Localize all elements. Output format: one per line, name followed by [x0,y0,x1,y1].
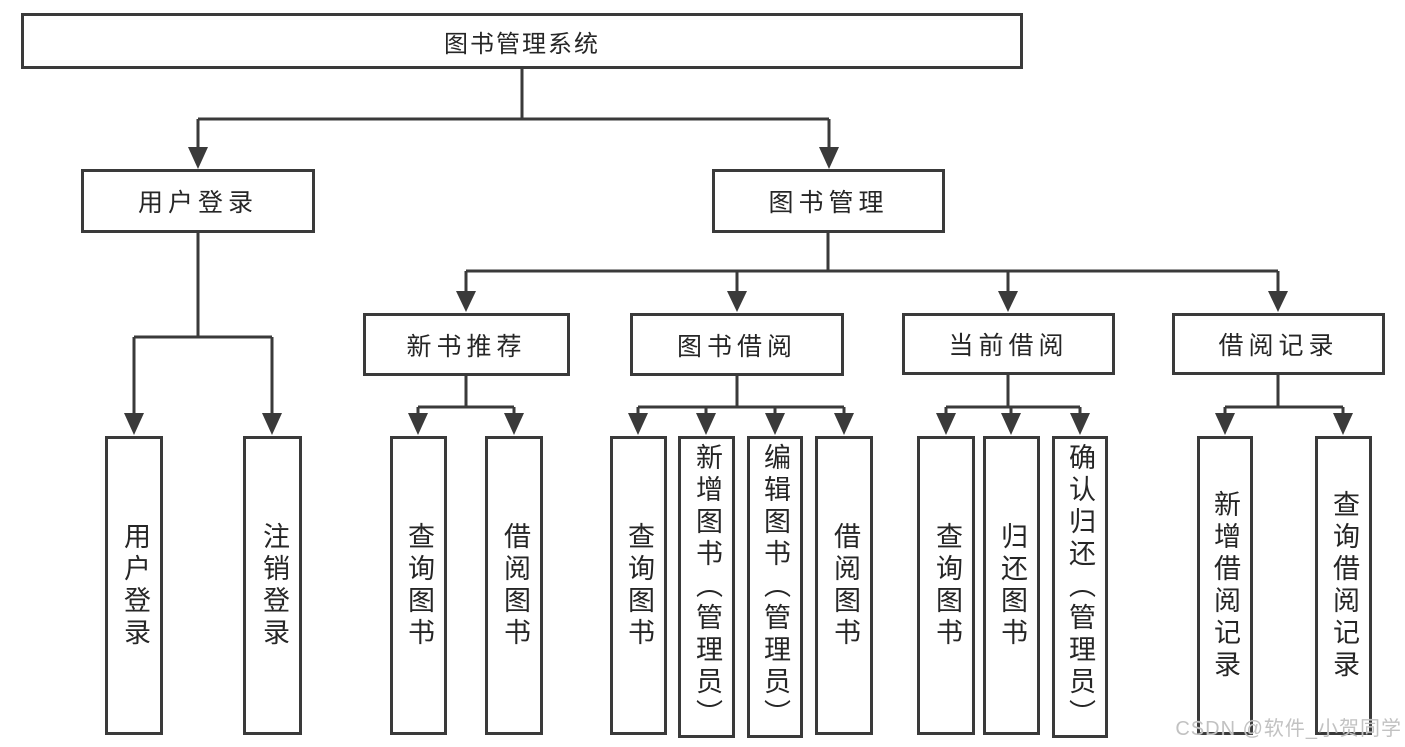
arrow-down-icon [504,413,524,435]
node-current-borrow: 当前借阅 [902,313,1115,375]
arrow-down-icon [998,291,1018,312]
arrow-down-icon [936,413,956,435]
connector-book-borrow [628,376,854,435]
leaf-logout: 注销登录 [243,436,302,735]
node-book-borrow: 图书借阅 [630,313,844,376]
arrow-down-icon [819,147,839,169]
leaf-query-book-borrow: 查询图书 [610,436,667,735]
connector-current-borrow [936,375,1090,435]
leaf-add-book-admin: 新增图书（管理员） [678,436,735,738]
arrow-down-icon [696,413,716,435]
node-library-system: 图书管理系统 [21,13,1023,69]
arrow-down-icon [124,413,144,435]
leaf-borrow-book: 借阅图书 [815,436,873,735]
arrow-down-icon [628,413,648,435]
leaf-edit-book-admin: 编辑图书（管理员） [747,436,803,738]
arrow-down-icon [1333,413,1353,435]
arrow-down-icon [727,291,747,312]
leaf-query-book-current: 查询图书 [917,436,975,735]
arrow-down-icon [1070,413,1090,435]
leaf-query-borrow-record: 查询借阅记录 [1315,436,1372,735]
connector-user-login [124,233,282,435]
arrow-down-icon [834,413,854,435]
arrow-down-icon [262,413,282,435]
connector-borrow-record [1215,375,1353,435]
connector-new-book [408,376,524,435]
leaf-borrow-book-recommend: 借阅图书 [485,436,543,735]
watermark: CSDN @软件_小贺同学 [1175,718,1402,740]
node-new-book-recommend: 新书推荐 [363,313,570,376]
arrow-down-icon [1215,413,1235,435]
arrow-down-icon [188,147,208,169]
arrow-down-icon [1001,413,1021,435]
leaf-user-login: 用户登录 [105,436,163,735]
connector-root-to-level2 [188,69,839,169]
arrow-down-icon [456,291,476,312]
node-borrow-record: 借阅记录 [1172,313,1385,375]
leaf-query-book-recommend: 查询图书 [390,436,447,735]
node-book-management: 图书管理 [712,169,945,233]
leaf-confirm-return-admin: 确认归还（管理员） [1052,436,1108,738]
leaf-return-book: 归还图书 [983,436,1040,735]
node-user-login: 用户登录 [81,169,315,233]
connector-book-management [456,233,1288,312]
arrow-down-icon [765,413,785,435]
arrow-down-icon [408,413,428,435]
arrow-down-icon [1268,291,1288,312]
leaf-add-borrow-record: 新增借阅记录 [1197,436,1253,735]
